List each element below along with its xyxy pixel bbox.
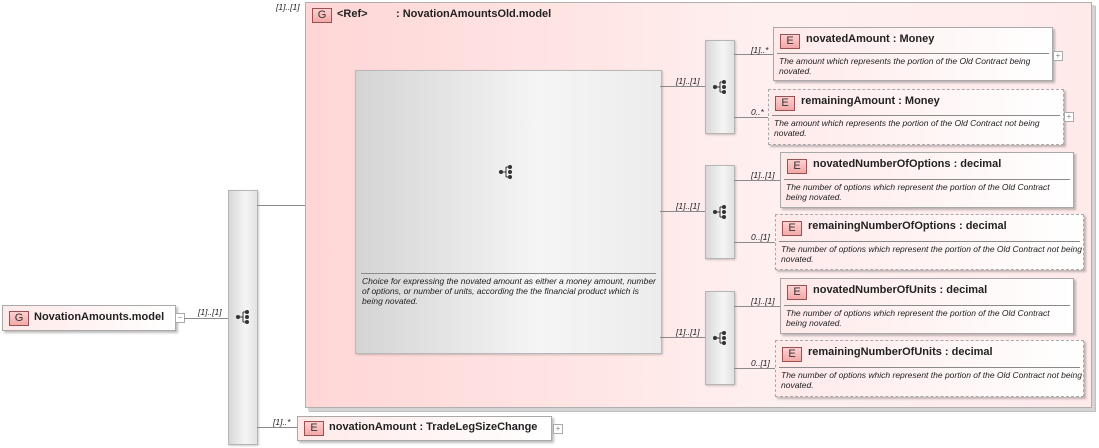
- element-novated-amount[interactable]: E novatedAmount : Money The amount which…: [773, 27, 1053, 81]
- multiplicity-label: 0..[1]: [751, 232, 770, 242]
- separator: [784, 305, 1070, 306]
- element-remaining-amount[interactable]: E remainingAmount : Money The amount whi…: [768, 89, 1064, 145]
- expand-toggle[interactable]: +: [553, 424, 563, 434]
- root-group-node[interactable]: G NovationAmounts.model: [2, 305, 176, 331]
- element-badge: E: [304, 421, 324, 436]
- element-badge: E: [787, 159, 807, 174]
- sequence-icon: [236, 310, 249, 324]
- multiplicity-label: [1]..[1]: [676, 201, 700, 211]
- element-description: The number of options which represent th…: [781, 370, 1082, 390]
- element-badge: E: [780, 34, 800, 49]
- multiplicity-label: [1]..[1]: [751, 296, 775, 306]
- ref-group-name: : NovationAmountsOld.model: [396, 8, 552, 20]
- element-badge: E: [775, 96, 795, 111]
- multiplicity-label: [1]..[1]: [676, 76, 700, 86]
- element-name: novatedNumberOfUnits : decimal: [813, 284, 988, 296]
- connector: [734, 180, 780, 181]
- multiplicity-label: [1]..*: [751, 45, 769, 55]
- sequence-icon: [713, 331, 726, 345]
- element-name: novatedNumberOfOptions : decimal: [813, 158, 1002, 170]
- element-badge: E: [787, 285, 807, 300]
- element-name: remainingNumberOfUnits : decimal: [808, 346, 993, 358]
- connector: [184, 318, 229, 319]
- connector: [660, 86, 705, 87]
- connector: [734, 242, 775, 243]
- element-description: The number of options which represent th…: [786, 308, 1050, 328]
- choice-compositor[interactable]: Choice for expressing the novated amount…: [355, 70, 662, 354]
- sequence-icon: [713, 80, 726, 94]
- element-name: novationAmount : TradeLegSizeChange: [329, 421, 538, 433]
- element-novated-number-of-units[interactable]: E novatedNumberOfUnits : decimal The num…: [780, 278, 1074, 334]
- element-description: The amount which represents the portion …: [774, 118, 1040, 138]
- separator: [361, 273, 656, 274]
- element-novation-amount[interactable]: E novationAmount : TradeLegSizeChange: [297, 416, 552, 441]
- choice-description: Choice for expressing the novated amount…: [362, 276, 656, 306]
- group-badge: G: [9, 311, 29, 326]
- ref-label: <Ref>: [337, 8, 368, 20]
- connector: [257, 427, 297, 428]
- separator: [779, 367, 1080, 368]
- connector: [734, 306, 780, 307]
- multiplicity-label: [1]..*: [273, 417, 291, 427]
- separator: [777, 53, 1049, 54]
- group-badge: G: [312, 8, 332, 23]
- expand-toggle[interactable]: +: [1064, 112, 1074, 122]
- root-group-name: NovationAmounts.model: [34, 311, 165, 323]
- separator: [784, 179, 1070, 180]
- element-badge: E: [782, 221, 802, 236]
- element-name: novatedAmount : Money: [806, 33, 935, 45]
- connector: [734, 54, 774, 55]
- connector: [660, 211, 705, 212]
- element-remaining-number-of-options[interactable]: E remainingNumberOfOptions : decimal The…: [775, 214, 1084, 270]
- element-badge: E: [782, 347, 802, 362]
- sequence-icon: [713, 205, 726, 219]
- multiplicity-label: [1]..[1]: [198, 307, 222, 317]
- multiplicity-label: 0..*: [751, 107, 764, 117]
- element-name: remainingAmount : Money: [801, 95, 940, 107]
- sequence-compositor[interactable]: [705, 165, 735, 259]
- separator: [772, 115, 1060, 116]
- element-name: remainingNumberOfOptions : decimal: [808, 220, 1007, 232]
- connector: [734, 368, 775, 369]
- choice-icon: [499, 165, 512, 179]
- element-novated-number-of-options[interactable]: E novatedNumberOfOptions : decimal The n…: [780, 152, 1074, 208]
- separator: [779, 241, 1080, 242]
- multiplicity-label: [1]..[1]: [676, 327, 700, 337]
- element-description: The number of options which represent th…: [781, 244, 1082, 264]
- connector: [734, 117, 769, 118]
- element-description: The amount which represents the portion …: [779, 56, 1031, 76]
- element-remaining-number-of-units[interactable]: E remainingNumberOfUnits : decimal The n…: [775, 340, 1084, 397]
- root-sequence-compositor[interactable]: [228, 190, 258, 445]
- connector: [660, 337, 705, 338]
- expand-toggle[interactable]: +: [1053, 51, 1063, 61]
- multiplicity-label: [1]..[1]: [751, 170, 775, 180]
- multiplicity-label: [1]..[1]: [276, 2, 300, 12]
- multiplicity-label: 0..[1]: [751, 358, 770, 368]
- sequence-compositor[interactable]: [705, 291, 735, 385]
- element-description: The number of options which represent th…: [786, 182, 1050, 202]
- sequence-compositor[interactable]: [705, 40, 735, 134]
